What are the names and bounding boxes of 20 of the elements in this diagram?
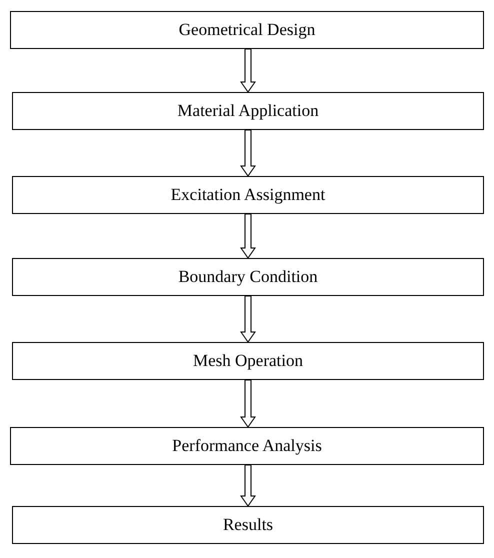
process-box (10, 11, 484, 49)
step-label: Excitation Assignment (170, 185, 326, 205)
block-arrow (240, 48, 256, 93)
step-label: Performance Analysis (172, 436, 322, 456)
block-arrow (240, 214, 256, 259)
step-label: Boundary Condition (178, 267, 318, 287)
block-arrow (240, 380, 256, 428)
step-label: Mesh Operation (192, 351, 303, 371)
step-label: Results (222, 515, 274, 535)
process-box (12, 176, 484, 214)
block-arrow (240, 464, 256, 507)
step-label: Material Application (177, 101, 319, 121)
process-box (12, 342, 484, 380)
step-label: Geometrical Design (178, 20, 316, 40)
block-arrow (240, 130, 256, 177)
process-box (10, 427, 484, 465)
process-box (12, 92, 484, 130)
process-box (12, 506, 484, 544)
process-box (12, 258, 484, 296)
block-arrow (240, 296, 256, 343)
